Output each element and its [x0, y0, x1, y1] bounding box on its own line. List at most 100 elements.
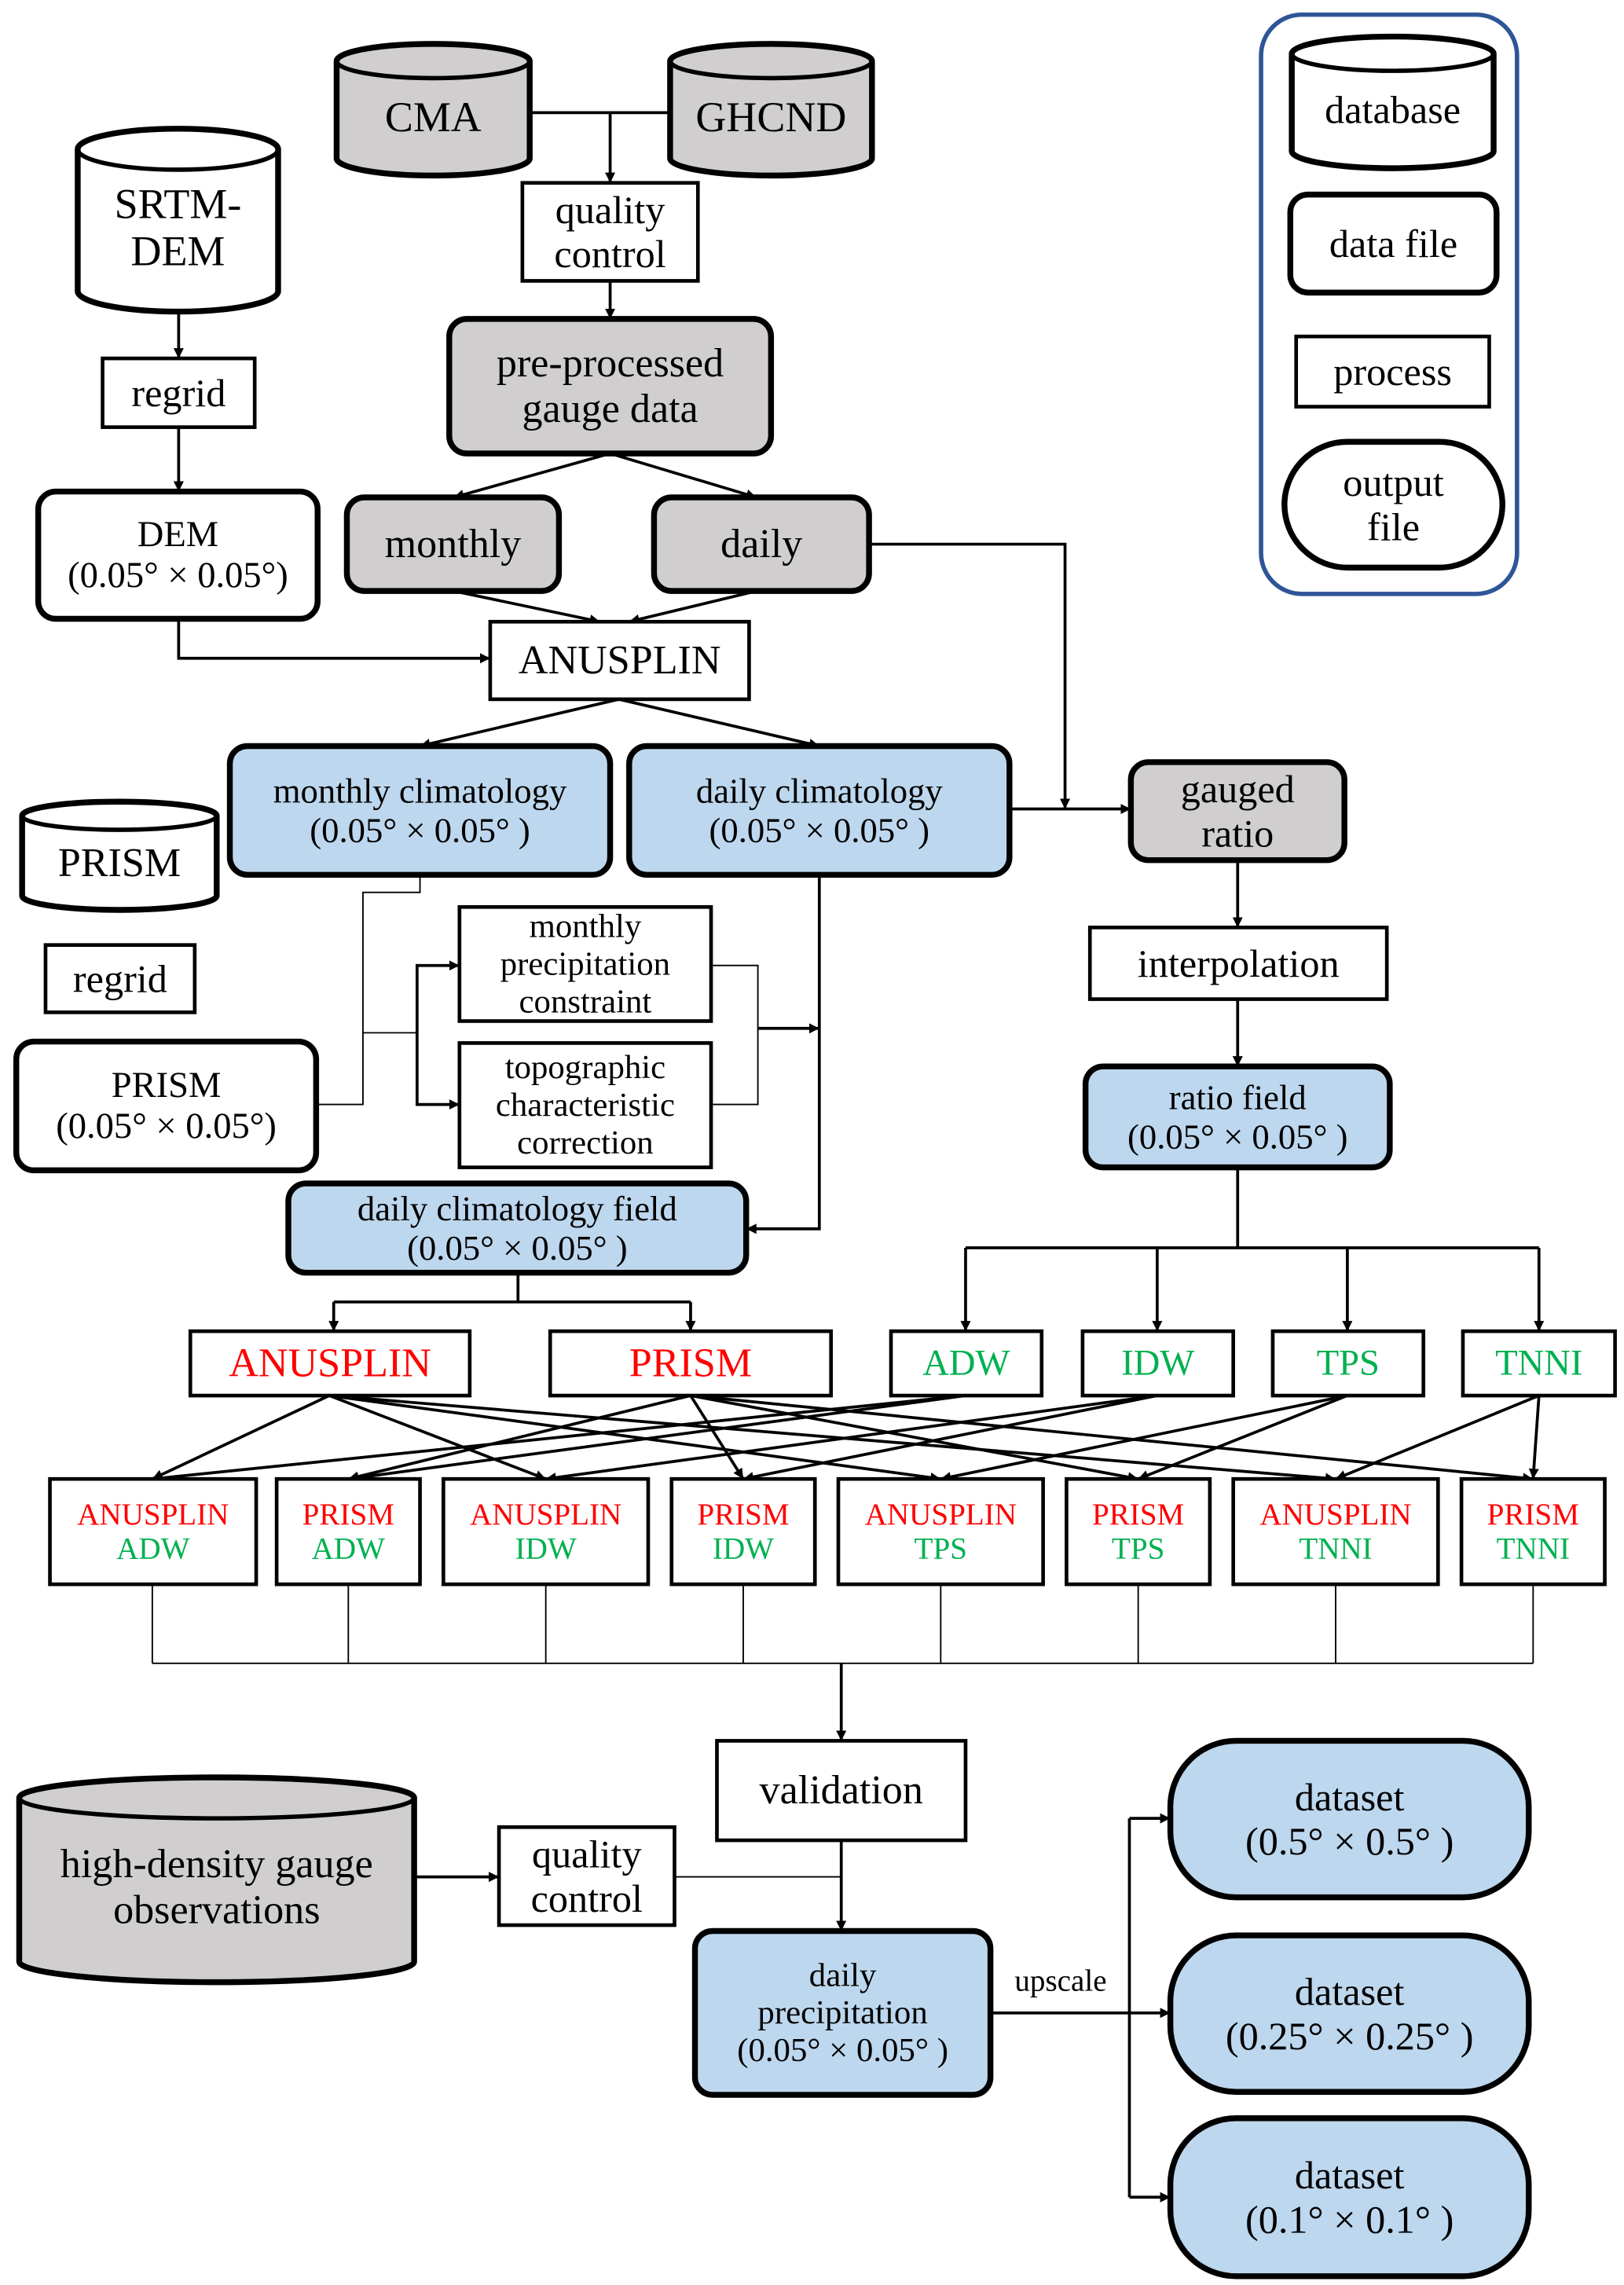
node-label: quality	[532, 1832, 642, 1876]
node-label: precipitation	[757, 1994, 927, 2031]
edge-arrow	[453, 589, 600, 625]
node-label: ANUSPLIN	[1259, 1498, 1411, 1531]
edge-arrow	[711, 964, 759, 1106]
edge-arrow	[152, 1394, 330, 1480]
node-label: TNNI	[1497, 1532, 1570, 1566]
node-label: ANUSPLIN	[77, 1498, 229, 1531]
node-label: dataset	[1295, 1970, 1405, 2014]
edge-arrow	[347, 1394, 691, 1482]
node-m-anusplin: ANUSPLIN	[188, 1329, 472, 1398]
node-label: (0.05° × 0.05°)	[56, 1106, 277, 1146]
node-label: TNNI	[1299, 1532, 1372, 1566]
process-shape	[1459, 1476, 1607, 1586]
edge-arrow	[940, 1394, 1348, 1482]
node-label: ADW	[312, 1532, 385, 1566]
node-lg-datafile: data file	[1287, 191, 1500, 296]
node-label: IDW	[1121, 1344, 1194, 1384]
node-label: daily climatology	[696, 771, 944, 810]
node-daily: daily	[651, 494, 872, 594]
process-shape	[1087, 926, 1389, 1001]
edge-arrow	[1137, 1394, 1348, 1480]
process-shape	[1294, 334, 1491, 409]
node-label: monthly climatology	[273, 771, 567, 810]
node-label: daily	[720, 522, 802, 567]
edge-arrow	[629, 589, 757, 625]
node-label: (0.05° × 0.05° )	[310, 810, 530, 849]
node-label: (0.05° × 0.05° )	[1127, 1117, 1348, 1156]
node-label: monthly	[530, 908, 642, 944]
database-rim	[1289, 53, 1496, 73]
node-label: ADW	[922, 1344, 1010, 1384]
node-label: ratio field	[1169, 1077, 1307, 1117]
process-shape	[101, 356, 257, 429]
node-label: ANUSPLIN	[470, 1498, 621, 1531]
node-label: regrid	[131, 371, 225, 415]
database-shape	[16, 1774, 417, 1986]
node-label: (0.25° × 0.25° )	[1226, 2014, 1474, 2058]
node-label: (0.05° × 0.05° )	[407, 1228, 628, 1267]
node-regrid1: regrid	[101, 356, 257, 429]
node-lg-database: database	[1289, 33, 1497, 171]
node-label: high-density gauge	[60, 1842, 373, 1887]
edge-arrow	[610, 452, 757, 500]
node-label: PRISM	[1092, 1498, 1184, 1531]
node-label: IDW	[515, 1532, 577, 1566]
process-shape	[1080, 1329, 1236, 1398]
edge-arrow	[746, 875, 821, 1234]
process-shape	[188, 1329, 472, 1398]
process-shape	[43, 943, 197, 1014]
node-monthly-clim: monthly climatology(0.05° × 0.05° )	[226, 743, 614, 878]
node-label: observations	[113, 1887, 320, 1932]
node-label: data file	[1329, 222, 1457, 266]
edge-arrow	[618, 698, 820, 749]
node-interp: interpolation	[1087, 926, 1389, 1001]
process-shape	[274, 1476, 422, 1586]
database-rim	[16, 1797, 416, 1821]
data-file-shape	[691, 1927, 994, 2098]
node-label: PRISM	[697, 1498, 789, 1531]
node-label: PRISM	[302, 1498, 394, 1531]
node-label: ADW	[116, 1532, 189, 1566]
node-label: control	[554, 232, 665, 276]
node-m-adw: ADW	[889, 1329, 1044, 1398]
node-dem: DEM(0.05° × 0.05°)	[35, 488, 321, 622]
node-label: monthly	[385, 522, 522, 567]
edge-arrow	[415, 1032, 460, 1110]
node-label: TNNI	[1495, 1344, 1582, 1384]
process-shape	[488, 619, 751, 702]
node-lg-process: process	[1294, 334, 1491, 409]
node-label: TPS	[915, 1532, 967, 1566]
node-label: GHCND	[695, 94, 846, 141]
output-file-shape	[1281, 438, 1505, 571]
data-file-shape	[343, 494, 563, 594]
node-monthly: monthly	[343, 494, 563, 594]
edge-arrow	[690, 1394, 1139, 1483]
process-shape	[497, 1825, 676, 1927]
node-label: (0.5° × 0.5° )	[1245, 1819, 1454, 1863]
node-label: gauge data	[522, 387, 698, 431]
node-label: (0.1° × 0.1° )	[1245, 2197, 1454, 2241]
data-file-shape	[1127, 759, 1347, 864]
node-ds01: dataset(0.1° × 0.1° )	[1167, 2115, 1532, 2279]
node-validation: validation	[715, 1739, 968, 1843]
data-file-shape	[626, 743, 1013, 878]
node-label: regrid	[73, 956, 167, 1000]
node-label: database	[1325, 88, 1461, 132]
node-srtm: SRTM-DEM	[75, 126, 281, 315]
process-shape	[548, 1329, 834, 1398]
edge-arrow	[316, 875, 421, 1106]
node-label: control	[531, 1876, 643, 1920]
database-rim	[75, 149, 280, 172]
edges	[151, 111, 1545, 2202]
node-label: TPS	[1112, 1532, 1164, 1566]
